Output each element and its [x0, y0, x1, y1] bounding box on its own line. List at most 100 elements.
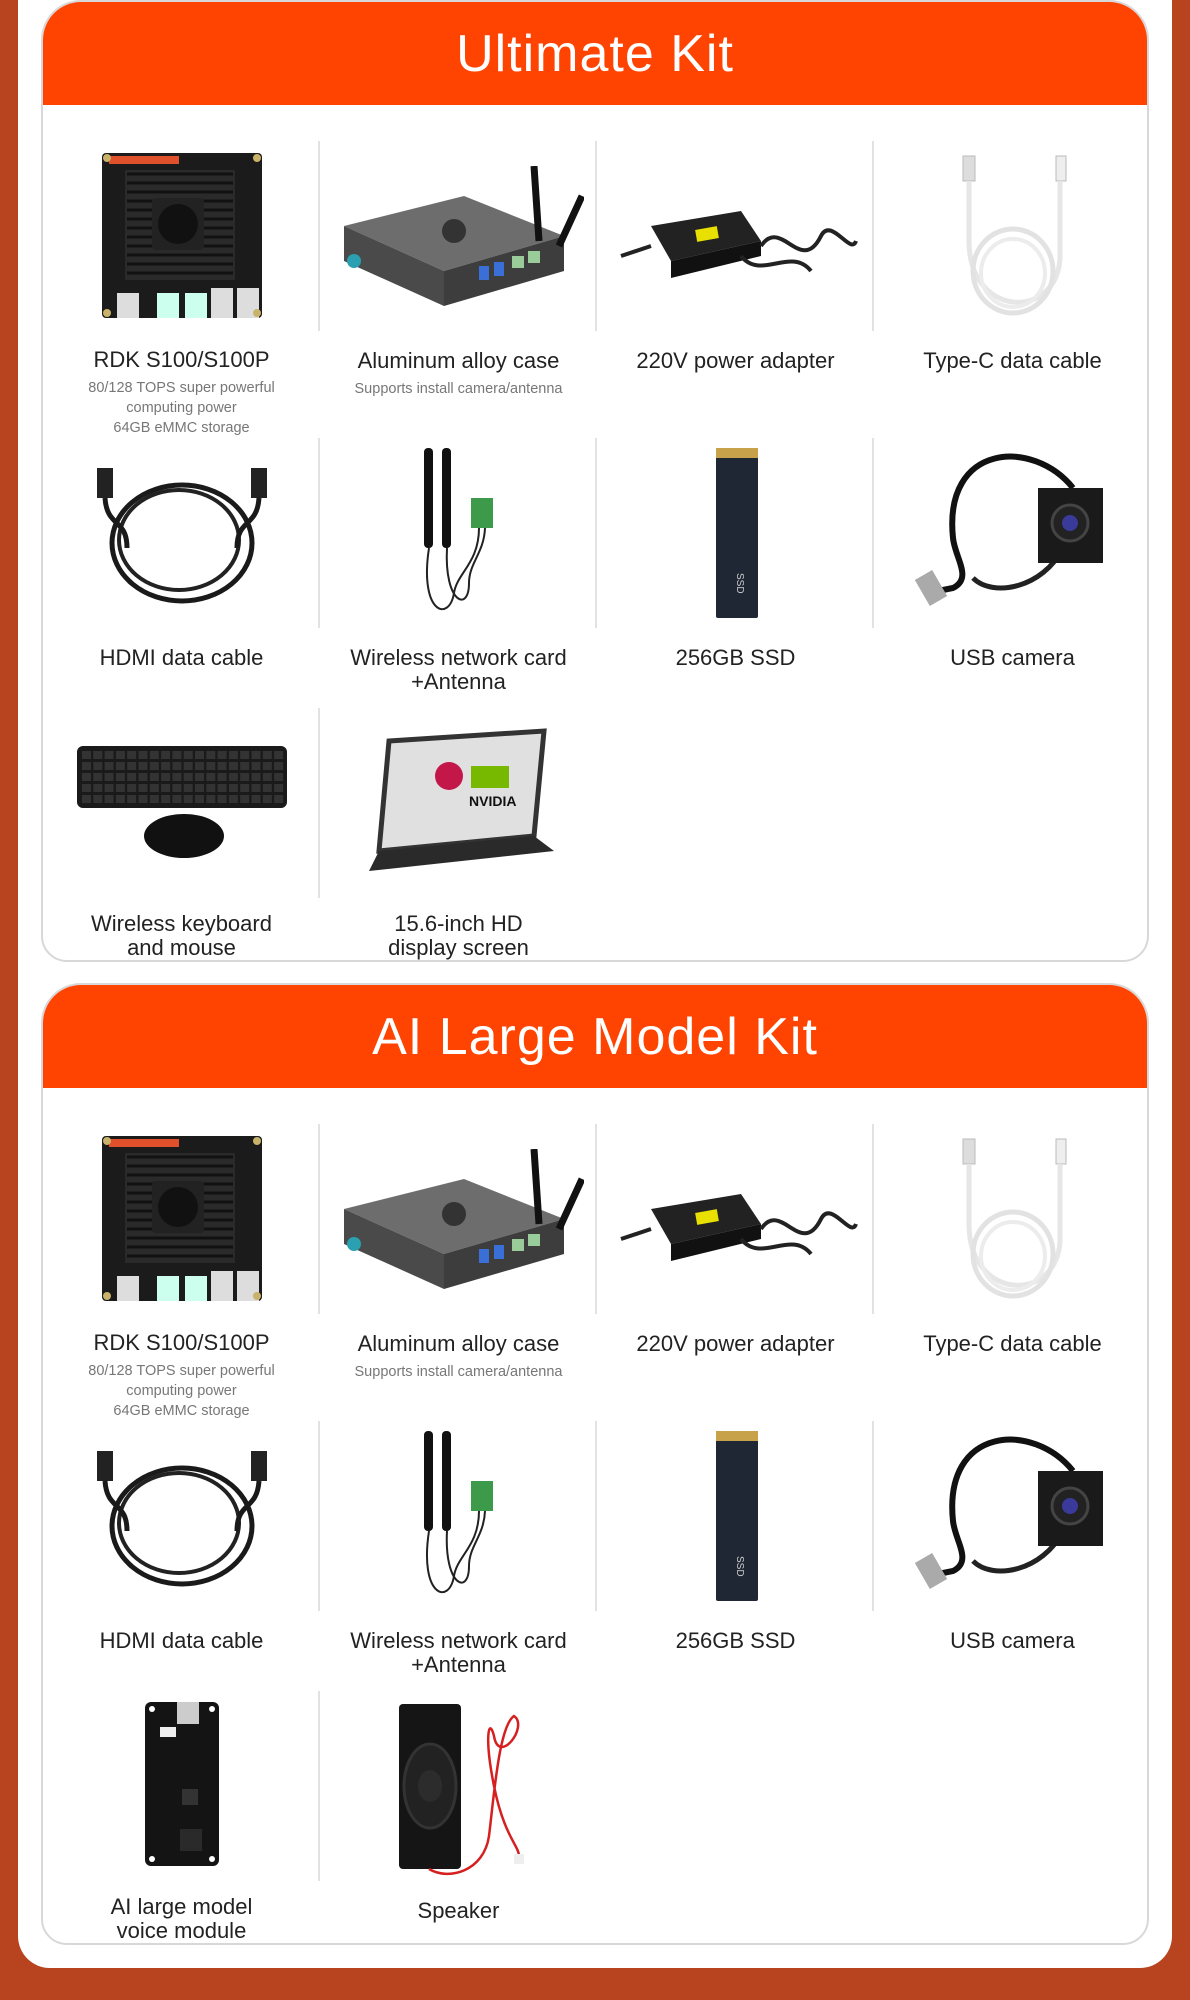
- kit-card-ai-large-model: AI Large Model Kit RDK S100/S100P 80/128 …: [41, 983, 1149, 1945]
- item-label-line: Type-C data cable: [923, 1331, 1102, 1356]
- item-label: Speaker: [418, 1899, 500, 1923]
- kit-title: Ultimate Kit: [43, 2, 1147, 105]
- keyboard-icon: [43, 708, 320, 894]
- item-description-line: Supports install camera/antenna: [354, 381, 563, 397]
- item-description-line: 80/128 TOPS super powerful: [88, 380, 275, 396]
- item-description: Supports install camera/antenna: [355, 379, 563, 399]
- item-label-line: +Antenna: [411, 1652, 506, 1677]
- item-label-line: RDK S100/S100P: [93, 1330, 270, 1355]
- svg-text:NVIDIA: NVIDIA: [469, 793, 516, 809]
- item-label: Type-C data cable: [923, 1332, 1102, 1356]
- case-icon: [320, 141, 597, 331]
- item-label-line: AI large model: [110, 1894, 253, 1919]
- item-label-line: HDMI data cable: [99, 645, 264, 670]
- svg-text:SSD: SSD: [734, 573, 745, 594]
- kit-title: AI Large Model Kit: [43, 985, 1147, 1088]
- item-label: USB camera: [950, 646, 1075, 670]
- kit-item: USB camera: [874, 1421, 1147, 1691]
- kit-item: HDMI data cable: [43, 438, 320, 708]
- camera-icon: [874, 438, 1147, 628]
- kit-item: USB camera: [874, 438, 1147, 708]
- item-description: Supports install camera/antenna: [355, 1362, 563, 1382]
- item-label-line: 220V power adapter: [636, 348, 835, 373]
- speaker-icon: [320, 1691, 597, 1881]
- kit-card-ultimate: Ultimate Kit RDK S100/S100P 80/128 TOPS s…: [41, 0, 1149, 962]
- item-description-line: 80/128 TOPS super powerful: [88, 1363, 275, 1379]
- item-label: RDK S100/S100P: [93, 1331, 269, 1355]
- item-label-line: 256GB SSD: [675, 645, 796, 670]
- item-label: HDMI data cable: [100, 1629, 264, 1653]
- camera-icon: [874, 1421, 1147, 1611]
- item-label: Wireless network card+Antenna: [350, 1629, 566, 1677]
- kit-items-grid: RDK S100/S100P 80/128 TOPS super powerful…: [43, 105, 1147, 960]
- adapter-icon: [597, 1124, 874, 1314]
- hdmi-icon: [43, 1421, 320, 1611]
- kit-item: RDK S100/S100P 80/128 TOPS super powerful…: [43, 1124, 320, 1421]
- item-label-line: Wireless network card: [350, 1628, 567, 1653]
- item-description-line: 64GB eMMC storage: [113, 1403, 250, 1419]
- item-label: 220V power adapter: [636, 1332, 834, 1356]
- wifi-icon: [320, 438, 597, 628]
- item-label-line: Aluminum alloy case: [357, 1331, 560, 1356]
- item-label-line: USB camera: [950, 1628, 1075, 1653]
- item-label: Type-C data cable: [923, 349, 1102, 373]
- item-label-line: Type-C data cable: [923, 348, 1102, 373]
- display-icon: NVIDIA: [320, 708, 597, 894]
- item-description: 80/128 TOPS super powerful computing powe…: [88, 1361, 274, 1421]
- board-icon: [43, 141, 320, 330]
- item-label-line: USB camera: [950, 645, 1075, 670]
- item-label-line: display screen: [388, 935, 529, 960]
- typec-icon: [874, 141, 1147, 331]
- ssd-icon: SSD: [597, 438, 874, 628]
- item-label-line: Wireless keyboard: [91, 911, 272, 936]
- item-description-line: 64GB eMMC storage: [113, 420, 250, 436]
- item-label-line: 256GB SSD: [675, 1628, 796, 1653]
- kit-item: Speaker: [320, 1691, 597, 1943]
- item-label: Aluminum alloy case: [358, 349, 560, 373]
- item-label: Aluminum alloy case: [358, 1332, 560, 1356]
- item-label: USB camera: [950, 1629, 1075, 1653]
- kit-item: Type-C data cable: [874, 141, 1147, 438]
- item-description-line: Supports install camera/antenna: [354, 1364, 563, 1380]
- hdmi-icon: [43, 438, 320, 628]
- kit-item: HDMI data cable: [43, 1421, 320, 1691]
- item-label-line: HDMI data cable: [99, 1628, 264, 1653]
- item-label-line: Speaker: [417, 1898, 500, 1923]
- item-label-line: 15.6-inch HD: [394, 911, 523, 936]
- wifi-icon: [320, 1421, 597, 1611]
- item-label: Wireless network card+Antenna: [350, 646, 566, 694]
- item-label: 220V power adapter: [636, 349, 834, 373]
- item-label-line: and mouse: [127, 935, 236, 960]
- kit-item: SSD 256GB SSD: [597, 438, 874, 708]
- svg-text:SSD: SSD: [734, 1556, 745, 1577]
- item-label: 256GB SSD: [676, 1629, 796, 1653]
- kit-item: 220V power adapter: [597, 141, 874, 438]
- kit-item: Type-C data cable: [874, 1124, 1147, 1421]
- case-icon: [320, 1124, 597, 1314]
- kit-item: 220V power adapter: [597, 1124, 874, 1421]
- kit-items-grid: RDK S100/S100P 80/128 TOPS super powerful…: [43, 1088, 1147, 1943]
- item-label-line: voice module: [116, 1918, 247, 1943]
- kit-item: Wireless network card+Antenna: [320, 1421, 597, 1691]
- item-description-line: computing power: [126, 1383, 237, 1399]
- typec-icon: [874, 1124, 1147, 1314]
- item-label: HDMI data cable: [100, 646, 264, 670]
- item-label-line: 220V power adapter: [636, 1331, 835, 1356]
- item-description: 80/128 TOPS super powerful computing powe…: [88, 378, 274, 438]
- board-icon: [43, 1124, 320, 1313]
- kit-item: SSD 256GB SSD: [597, 1421, 874, 1691]
- item-description-line: computing power: [126, 400, 237, 416]
- item-label-line: RDK S100/S100P: [93, 347, 270, 372]
- adapter-icon: [597, 141, 874, 331]
- kit-item: Wireless network card+Antenna: [320, 438, 597, 708]
- kit-item: RDK S100/S100P 80/128 TOPS super powerful…: [43, 141, 320, 438]
- item-label-line: +Antenna: [411, 669, 506, 694]
- item-label-line: Wireless network card: [350, 645, 567, 670]
